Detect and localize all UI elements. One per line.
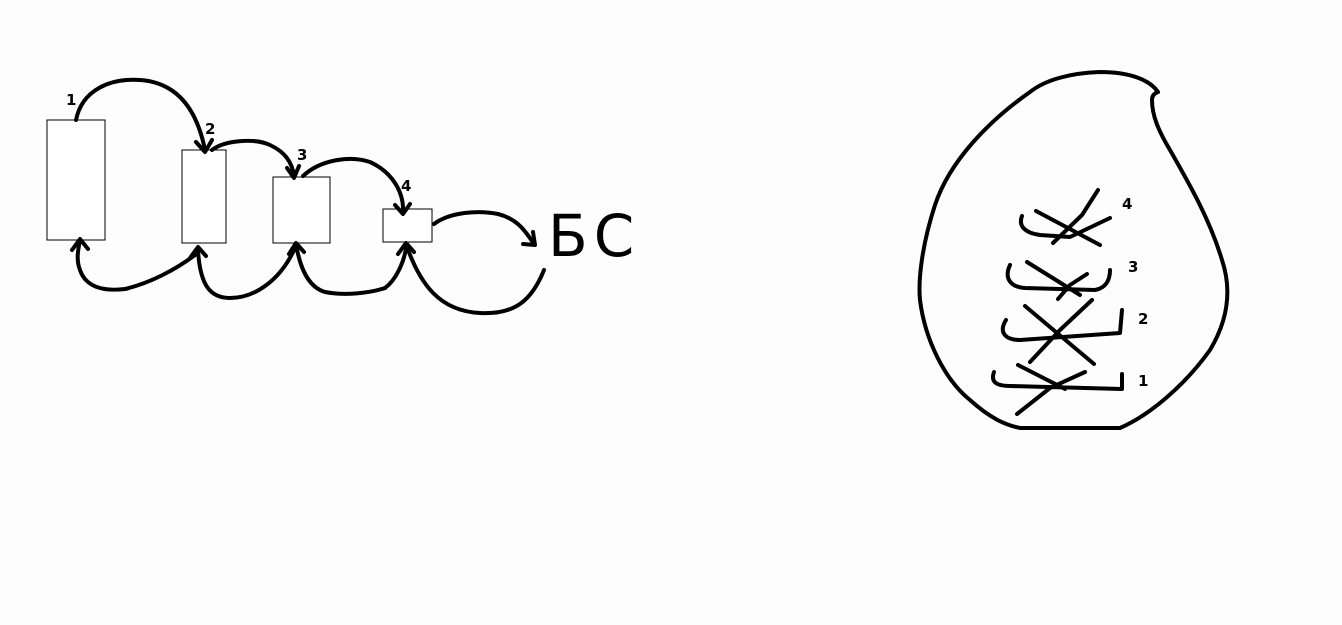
cross-3a: [1025, 260, 1082, 297]
arrow-4-to-3: [294, 242, 387, 296]
box-label-4: 4: [401, 177, 411, 195]
cross-3b: [1056, 272, 1089, 301]
left-diagram: 1 2 3 4 БС: [46, 77, 640, 316]
arrow-4-to-3-tail: [383, 246, 408, 290]
bracket-4: [1019, 214, 1112, 239]
layer-label-4: 4: [1122, 195, 1132, 213]
oval-outline: [917, 70, 1230, 430]
box-4: [382, 208, 433, 243]
arrowhead-4-top: [393, 202, 412, 216]
bracket-3: [1005, 263, 1112, 292]
arrow-2-to-1: [75, 238, 197, 292]
cross-1b: [1015, 370, 1087, 416]
arrow-bs-to-4: [404, 242, 546, 316]
layer-label-1: 1: [1138, 372, 1148, 390]
box-1: [46, 119, 106, 241]
arrow-4-to-bs: [432, 210, 536, 246]
right-diagram: 4 3 2 1: [917, 70, 1230, 430]
cross-2a: [1023, 304, 1096, 366]
arrow-1-to-2: [74, 77, 207, 152]
box-2: [181, 149, 227, 244]
bracket-1: [991, 370, 1124, 391]
arrowhead-2-top: [194, 138, 214, 154]
arrowhead-4-bottom: [396, 241, 416, 256]
arrowhead-1-bottom: [70, 237, 90, 252]
arrowhead-3-bottom: [287, 241, 306, 256]
destination-label: БС: [548, 202, 640, 270]
arrow-3-to-2: [196, 248, 296, 300]
layer-label-3: 3: [1128, 258, 1138, 276]
arrow-3-to-4: [301, 156, 406, 214]
bracket-2: [1000, 308, 1124, 342]
box-label-1: 1: [66, 91, 76, 109]
arrow-2-to-3: [210, 138, 296, 178]
cross-2b: [1028, 298, 1094, 364]
arrowhead-bs: [521, 230, 537, 247]
box-label-3: 3: [297, 146, 307, 164]
box-3: [272, 176, 331, 244]
layer-label-2: 2: [1138, 310, 1148, 328]
cross-4b: [1051, 188, 1100, 245]
box-label-2: 2: [205, 120, 215, 138]
arrowhead-3-top: [285, 164, 301, 180]
